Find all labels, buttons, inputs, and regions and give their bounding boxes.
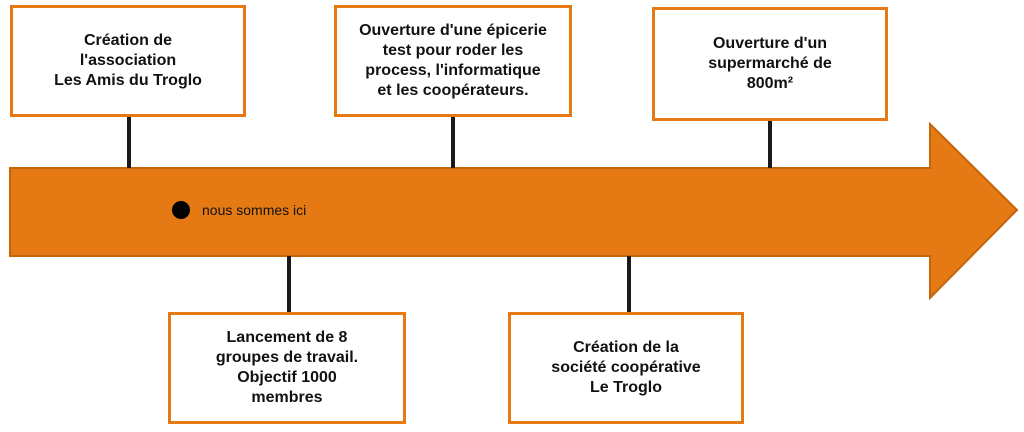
connector-above-2 — [451, 116, 455, 168]
current-position-dot — [172, 201, 190, 219]
connector-above-3 — [768, 120, 772, 168]
event-box-supermarche: Ouverture d'un supermarché de 800m² — [652, 7, 888, 121]
timeline-arrow-body — [9, 121, 1019, 301]
event-box-societe-cooperative: Création de la société coopérative Le Tr… — [508, 312, 744, 424]
connector-above-1 — [127, 116, 131, 168]
connector-below-2 — [627, 256, 631, 312]
connector-below-1 — [287, 256, 291, 312]
event-box-groupes-travail: Lancement de 8 groupes de travail. Objec… — [168, 312, 406, 424]
current-position-label: nous sommes ici — [202, 202, 307, 218]
event-box-association: Création de l'association Les Amis du Tr… — [10, 5, 246, 117]
event-box-epicerie-test: Ouverture d'une épicerie test pour roder… — [334, 5, 572, 117]
